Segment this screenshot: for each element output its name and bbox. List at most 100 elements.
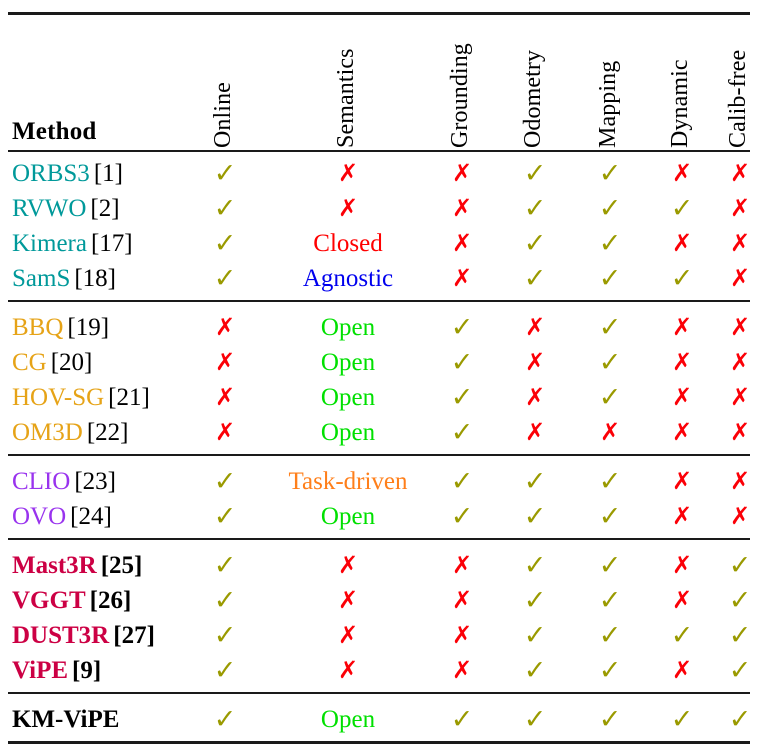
cell-online: ✓ — [214, 156, 237, 191]
cell-calibfree: ✗ — [730, 156, 750, 191]
cross-icon: ✗ — [524, 383, 546, 411]
check-icon: ✓ — [213, 228, 237, 259]
column-header-semantics: Semantics — [333, 48, 359, 148]
check-icon: ✓ — [598, 620, 622, 651]
check-icon: ✓ — [598, 193, 622, 224]
cell-dynamic: ✗ — [672, 415, 692, 450]
cross-icon: ✗ — [451, 656, 473, 684]
semantics-label: Open — [320, 419, 376, 446]
column-header-calibfree: Calib-free — [725, 49, 751, 148]
citation-ref[interactable]: [24] — [70, 503, 112, 530]
citation-ref[interactable]: [22] — [86, 419, 129, 446]
cross-icon: ✗ — [337, 551, 359, 579]
citation-ref[interactable]: [9] — [72, 657, 102, 684]
cell-semantics: ✗ — [338, 618, 358, 653]
check-icon: ✓ — [598, 158, 622, 189]
citation-ref[interactable]: [25] — [100, 552, 143, 579]
cell-dynamic: ✓ — [671, 618, 694, 653]
cell-mapping: ✓ — [599, 548, 622, 583]
cell-semantics: ✗ — [338, 583, 358, 618]
cell-dynamic: ✗ — [672, 226, 692, 261]
cell-odometry: ✓ — [524, 499, 547, 534]
method-name: OVO — [12, 503, 67, 530]
cross-icon: ✗ — [729, 383, 751, 411]
table-row: SamS[18]✓Agnostic✗✓✓✓✗ — [0, 261, 758, 296]
cross-icon: ✗ — [729, 194, 751, 222]
group-separator-rule-3 — [8, 692, 750, 694]
check-icon: ✓ — [728, 704, 752, 735]
cell-grounding: ✓ — [451, 345, 474, 380]
citation-ref[interactable]: [17] — [90, 230, 133, 257]
cell-grounding: ✗ — [452, 226, 472, 261]
citation-ref[interactable]: [21] — [108, 384, 150, 411]
semantics-label: Open — [320, 384, 376, 411]
cross-icon: ✗ — [671, 586, 693, 614]
citation-ref[interactable]: [18] — [74, 265, 117, 292]
check-icon: ✓ — [450, 466, 474, 497]
method-name: Mast3R — [12, 552, 97, 579]
citation-ref[interactable]: [23] — [74, 468, 116, 495]
check-icon: ✓ — [523, 620, 547, 651]
citation-ref[interactable]: [2] — [90, 195, 120, 222]
cell-dynamic: ✓ — [671, 261, 694, 296]
cell-mapping: ✓ — [599, 310, 622, 345]
cell-semantics: Task-driven — [288, 464, 407, 499]
cell-semantics: Open — [321, 380, 375, 415]
cross-icon: ✗ — [451, 621, 473, 649]
cross-icon: ✗ — [451, 264, 473, 292]
citation-ref[interactable]: [20] — [50, 349, 93, 376]
cell-dynamic: ✗ — [672, 156, 692, 191]
cell-semantics: Open — [321, 499, 375, 534]
method-name-cell: HOV-SG[21] — [12, 380, 150, 415]
cross-icon: ✗ — [214, 348, 236, 376]
cross-icon: ✗ — [671, 418, 693, 446]
method-name-cell: OM3D[22] — [12, 415, 129, 450]
citation-ref[interactable]: [19] — [67, 314, 110, 341]
cross-icon: ✗ — [729, 264, 751, 292]
check-icon: ✓ — [213, 620, 237, 651]
cell-calibfree: ✗ — [730, 310, 750, 345]
cross-icon: ✗ — [729, 467, 751, 495]
table-row: VGGT[26]✓✗✗✓✓✗✓ — [0, 583, 758, 618]
method-name: HOV-SG — [12, 384, 105, 411]
cell-grounding: ✓ — [451, 380, 474, 415]
cell-calibfree: ✗ — [730, 191, 750, 226]
cross-icon: ✗ — [337, 194, 359, 222]
cross-icon: ✗ — [729, 418, 751, 446]
semantics-label: Closed — [313, 230, 383, 257]
cross-icon: ✗ — [451, 194, 473, 222]
check-icon: ✓ — [598, 312, 622, 343]
cell-dynamic: ✓ — [671, 702, 694, 737]
cell-online: ✗ — [215, 310, 235, 345]
cell-online: ✓ — [214, 499, 237, 534]
citation-ref[interactable]: [1] — [93, 160, 123, 187]
cell-odometry: ✓ — [524, 653, 547, 688]
method-name: CG — [12, 349, 47, 376]
cell-dynamic: ✗ — [672, 499, 692, 534]
cell-calibfree: ✗ — [730, 261, 750, 296]
cell-online: ✗ — [215, 415, 235, 450]
cell-grounding: ✓ — [451, 415, 474, 450]
cross-icon: ✗ — [337, 656, 359, 684]
cell-odometry: ✓ — [524, 191, 547, 226]
cell-odometry: ✓ — [524, 261, 547, 296]
method-name-cell: CG[20] — [12, 345, 92, 380]
citation-ref[interactable]: [26] — [89, 587, 132, 614]
cell-odometry: ✓ — [524, 583, 547, 618]
check-icon: ✓ — [213, 466, 237, 497]
cell-calibfree: ✓ — [729, 618, 752, 653]
cell-odometry: ✗ — [525, 415, 545, 450]
table-row: OVO[24]✓Open✓✓✓✗✗ — [0, 499, 758, 534]
cell-dynamic: ✗ — [672, 464, 692, 499]
cross-icon: ✗ — [214, 313, 236, 341]
cell-semantics: Open — [321, 702, 375, 737]
check-icon: ✓ — [523, 585, 547, 616]
method-name-cell: ViPE[9] — [12, 653, 101, 688]
method-name: RVWO — [12, 195, 87, 222]
method-name-cell: CLIO[23] — [12, 464, 116, 499]
method-name-cell: KM-ViPE — [12, 702, 119, 737]
check-icon: ✓ — [213, 501, 237, 532]
cross-icon: ✗ — [729, 159, 751, 187]
citation-ref[interactable]: [27] — [113, 622, 155, 649]
table-row: OM3D[22]✗Open✓✗✗✗✗ — [0, 415, 758, 450]
